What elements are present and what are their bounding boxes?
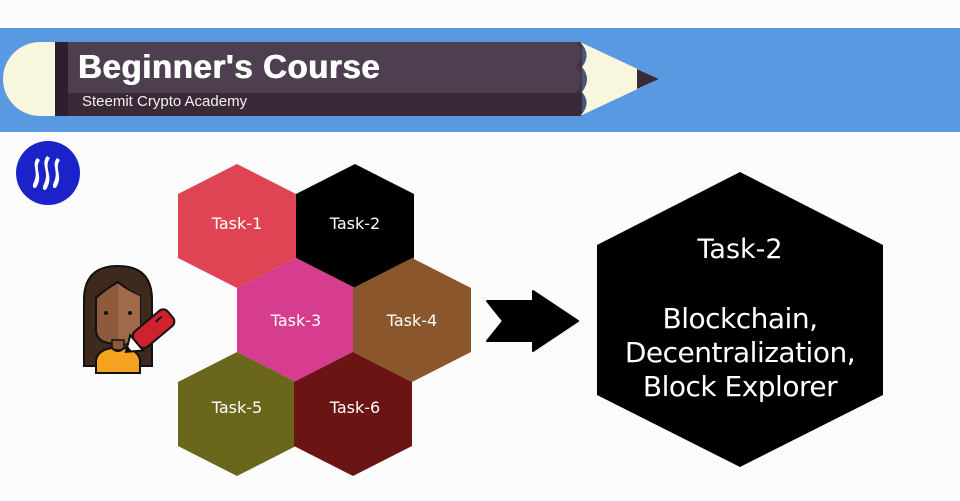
highlight-title: Task-2	[697, 234, 783, 265]
task-2-hexagon	[296, 164, 414, 288]
task-1-label: Task-1	[211, 214, 263, 233]
steem-logo-icon	[16, 141, 80, 205]
task-6-label: Task-6	[329, 398, 381, 417]
task-4-hexagon	[353, 258, 471, 382]
task-2-label: Task-2	[329, 214, 381, 233]
task-3-hexagon	[237, 258, 355, 382]
task-5-hexagon	[178, 352, 296, 476]
pencil-wood	[580, 42, 659, 116]
highlight-hexagon	[597, 172, 883, 467]
pencil-eraser	[3, 42, 55, 116]
task-5-label: Task-5	[211, 398, 263, 417]
student-with-pencil-icon	[83, 264, 176, 374]
page-subtitle: Steemit Crypto Academy	[82, 93, 248, 110]
highlight-topics: Blockchain, Decentralization, Block Expl…	[597, 302, 883, 404]
topic-decentralization: Decentralization,	[624, 336, 856, 369]
pencil-stripe	[68, 93, 582, 116]
page-title: Beginner's Course	[78, 48, 381, 85]
task-6-hexagon	[294, 352, 412, 476]
task-hexagon-grid	[178, 164, 471, 476]
topic-block-explorer: Block Explorer	[642, 370, 838, 403]
pencil-lead	[637, 69, 659, 89]
task-3-label: Task-3	[270, 311, 322, 330]
right-arrow-icon	[486, 290, 579, 352]
pencil-edge	[576, 42, 587, 116]
topic-blockchain: Blockchain,	[662, 302, 818, 335]
pencil-icon	[3, 42, 659, 116]
task-4-label: Task-4	[386, 311, 438, 330]
pencil-body	[68, 42, 582, 93]
task-1-hexagon	[178, 164, 296, 288]
pencil-band	[55, 42, 68, 116]
